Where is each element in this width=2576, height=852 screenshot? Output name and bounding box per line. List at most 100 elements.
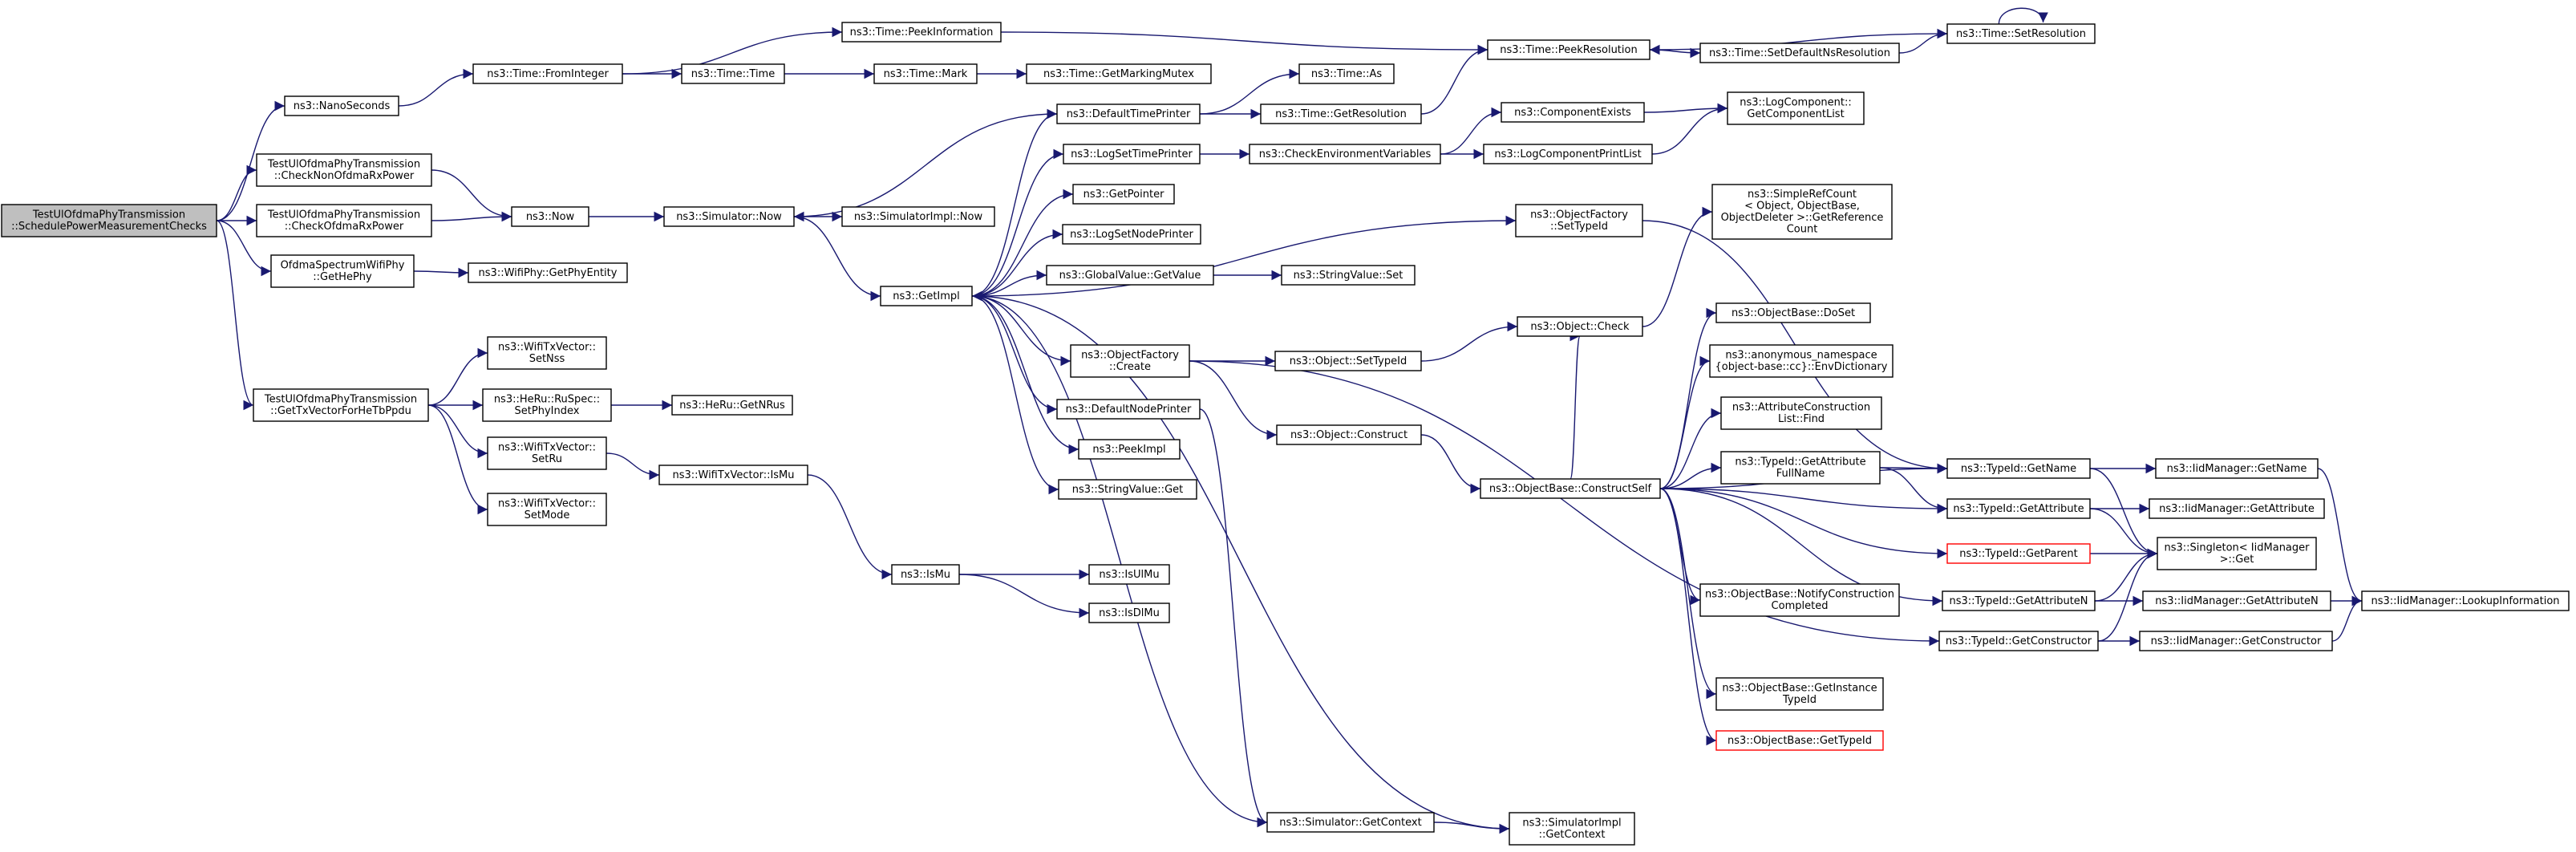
node-simpleRefCount[interactable]: ns3::SimpleRefCount< Object, ObjectBase,… xyxy=(1711,184,1893,240)
node-lookupInformation[interactable]: ns3::IidManager::LookupInformation xyxy=(2361,590,2570,611)
node-simImplGetContext[interactable]: ns3::SimulatorImpl::GetContext xyxy=(1509,812,1635,846)
node-simImplNow[interactable]: ns3::SimulatorImpl::Now xyxy=(841,206,995,227)
edge-root-to-nanoseconds xyxy=(216,100,286,221)
node-label: ns3::CheckEnvironmentVariables xyxy=(1259,148,1432,160)
node-stringValueSet[interactable]: ns3::StringValue::Set xyxy=(1281,265,1416,286)
node-iidGetName[interactable]: ns3::IidManager::GetName xyxy=(2155,458,2319,479)
edge-getTxVector-to-setMode xyxy=(427,404,488,515)
node-iidGetConstructor[interactable]: ns3::IidManager::GetConstructor xyxy=(2139,631,2333,651)
node-timeTime[interactable]: ns3::Time::Time xyxy=(681,63,785,84)
node-setRu[interactable]: ns3::WifiTxVector::SetRu xyxy=(487,436,607,470)
node-fromInteger[interactable]: ns3::Time::FromInteger xyxy=(472,63,623,84)
node-notifyConstruction[interactable]: ns3::ObjectBase::NotifyConstructionCompl… xyxy=(1699,583,1900,617)
node-checkNonOfdma[interactable]: TestUlOfdmaPhyTransmission::CheckNonOfdm… xyxy=(256,153,432,187)
node-label: ns3::WifiTxVector:: xyxy=(498,498,596,510)
node-simGetContext[interactable]: ns3::Simulator::GetContext xyxy=(1266,812,1435,833)
node-objFactorySetTypeId[interactable]: ns3::ObjectFactory::SetTypeId xyxy=(1515,204,1643,237)
node-label: ns3::HeRu::GetNRus xyxy=(679,400,785,412)
node-typeIdGetParent[interactable]: ns3::TypeId::GetParent xyxy=(1946,543,2091,564)
node-stringValueGet[interactable]: ns3::StringValue::Get xyxy=(1058,479,1197,500)
node-objectConstruct[interactable]: ns3::Object::Construct xyxy=(1276,424,1422,445)
node-objectCheck[interactable]: ns3::Object::Check xyxy=(1517,316,1643,337)
edge-constructSelf-to-notifyConstruction xyxy=(1659,488,1701,606)
node-box xyxy=(472,63,623,84)
edge-isMu-to-isDlMu xyxy=(958,574,1090,619)
node-getResolution[interactable]: ns3::Time::GetResolution xyxy=(1260,103,1422,124)
node-simNow[interactable]: ns3::Simulator::Now xyxy=(663,206,795,227)
node-typeIdGetName[interactable]: ns3::TypeId::GetName xyxy=(1946,458,2091,479)
node-label: ns3::Time::SetDefaultNsResolution xyxy=(1709,47,1890,59)
node-defaultNodePrinter[interactable]: ns3::DefaultNodePrinter xyxy=(1056,399,1201,420)
node-iidGetAttribute[interactable]: ns3::IidManager::GetAttribute xyxy=(2149,498,2325,519)
node-doSet[interactable]: ns3::ObjectBase::DoSet xyxy=(1715,302,1871,323)
node-getImpl[interactable]: ns3::GetImpl xyxy=(880,286,973,306)
node-root[interactable]: TestUlOfdmaPhyTransmission::SchedulePowe… xyxy=(1,204,217,237)
node-getTxVector[interactable]: TestUlOfdmaPhyTransmission::GetTxVectorF… xyxy=(253,388,429,422)
node-setMode[interactable]: ns3::WifiTxVector::SetMode xyxy=(487,493,607,526)
node-logComponentPrintList[interactable]: ns3::LogComponentPrintList xyxy=(1483,144,1653,164)
node-label: ns3::SimpleRefCount xyxy=(1748,189,1857,201)
node-objectSetTypeId[interactable]: ns3::Object::SetTypeId xyxy=(1274,351,1422,371)
node-isUlMu[interactable]: ns3::IsUlMu xyxy=(1088,564,1170,585)
edge-line xyxy=(1659,488,1948,514)
node-box xyxy=(1,204,217,237)
node-label: ::SchedulePowerMeasurementChecks xyxy=(11,221,207,233)
node-label: ns3::LogSetNodePrinter xyxy=(1070,229,1193,241)
node-peekInformation[interactable]: ns3::Time::PeekInformation xyxy=(841,22,1002,43)
node-checkEnv[interactable]: ns3::CheckEnvironmentVariables xyxy=(1249,144,1441,164)
node-peekImpl[interactable]: ns3::PeekImpl xyxy=(1078,439,1181,460)
node-checkOfdma[interactable]: TestUlOfdmaPhyTransmission::CheckOfdmaRx… xyxy=(256,204,432,237)
node-label: ns3::TypeId::GetConstructor xyxy=(1946,635,2092,647)
node-componentExists[interactable]: ns3::ComponentExists xyxy=(1501,102,1645,123)
node-peekResolution[interactable]: ns3::Time::PeekResolution xyxy=(1487,39,1651,60)
node-logSetTimePrinter[interactable]: ns3::LogSetTimePrinter xyxy=(1063,144,1201,164)
node-objectFactoryCreate[interactable]: ns3::ObjectFactory::Create xyxy=(1070,344,1190,378)
node-now[interactable]: ns3::Now xyxy=(511,206,589,227)
node-typeIdGetAttributeN[interactable]: ns3::TypeId::GetAttributeN xyxy=(1942,590,2096,611)
node-objBaseGetTypeId[interactable]: ns3::ObjectBase::GetTypeId xyxy=(1715,730,1884,751)
node-box xyxy=(284,95,399,116)
node-iidGetAttributeN[interactable]: ns3::IidManager::GetAttributeN xyxy=(2142,590,2331,611)
edge-getAttrFullName-to-typeIdGetName xyxy=(1879,463,1948,474)
node-typeIdGetAttribute[interactable]: ns3::TypeId::GetAttribute xyxy=(1946,498,2091,519)
node-envDictionary[interactable]: ns3::anonymous_namespace{object-base::cc… xyxy=(1709,344,1894,378)
node-logSetNodePrinter[interactable]: ns3::LogSetNodePrinter xyxy=(1062,224,1201,245)
node-setResolution[interactable]: ns3::Time::SetResolution xyxy=(1946,23,2096,44)
node-globalValueGet[interactable]: ns3::GlobalValue::GetValue xyxy=(1046,265,1214,286)
node-setNss[interactable]: ns3::WifiTxVector::SetNss xyxy=(487,336,607,370)
edge-line xyxy=(1642,206,1713,327)
node-nanoseconds[interactable]: ns3::NanoSeconds xyxy=(284,95,399,116)
node-setDefaultNsRes[interactable]: ns3::Time::SetDefaultNsResolution xyxy=(1699,43,1900,63)
node-label: Completed xyxy=(1772,600,1829,612)
node-timeMark[interactable]: ns3::Time::Mark xyxy=(873,63,978,84)
node-timeAs[interactable]: ns3::Time::As xyxy=(1298,63,1395,84)
edge-line xyxy=(1659,355,1711,489)
node-box xyxy=(841,206,995,227)
node-getNRus[interactable]: ns3::HeRu::GetNRus xyxy=(671,395,793,416)
node-getPhyEntity[interactable]: ns3::WifiPhy::GetPhyEntity xyxy=(468,262,628,283)
edge-line xyxy=(971,295,1059,495)
node-getHePhy[interactable]: OfdmaSpectrumWifiPhy::GetHePhy xyxy=(270,254,415,288)
node-getPointer[interactable]: ns3::GetPointer xyxy=(1072,184,1175,205)
node-typeIdGetConstructor[interactable]: ns3::TypeId::GetConstructor xyxy=(1938,631,2099,651)
node-getComponentList[interactable]: ns3::LogComponent::GetComponentList xyxy=(1727,91,1865,125)
node-setPhyIndex[interactable]: ns3::HeRu::RuSpec::SetPhyIndex xyxy=(482,388,612,422)
node-label: ns3::TypeId::GetParent xyxy=(1959,548,2078,560)
edge-line xyxy=(1420,321,1518,362)
edge-isMuTx-to-isMu xyxy=(807,474,893,580)
node-singletonGet[interactable]: ns3::Singleton< IidManager>::Get xyxy=(2157,537,2317,570)
node-getMarkingMutex[interactable]: ns3::Time::GetMarkingMutex xyxy=(1026,63,1212,84)
node-isMu[interactable]: ns3::IsMu xyxy=(891,564,960,585)
edge-objectFactoryCreate-to-objectConstruct xyxy=(1189,360,1278,440)
node-label: ::GetContext xyxy=(1539,829,1606,841)
edge-line xyxy=(807,474,893,580)
node-defaultTimePrinter[interactable]: ns3::DefaultTimePrinter xyxy=(1056,103,1201,124)
node-isDlMu[interactable]: ns3::IsDlMu xyxy=(1088,602,1170,623)
node-box xyxy=(1711,184,1893,240)
node-label: {object-base::cc}::EnvDictionary xyxy=(1715,361,1888,373)
node-constructSelf[interactable]: ns3::ObjectBase::ConstructSelf xyxy=(1480,478,1661,499)
node-isMuTx[interactable]: ns3::WifiTxVector::IsMu xyxy=(658,465,808,485)
